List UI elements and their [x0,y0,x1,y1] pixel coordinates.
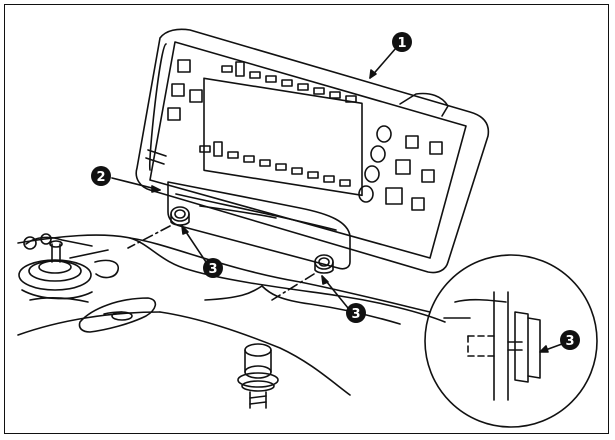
screw-right[interactable] [314,254,334,274]
panel-key [177,59,191,73]
panel-key [235,61,245,77]
thread-tension-assembly [18,233,119,300]
detail-screw-head [514,311,529,383]
panel-key [171,83,185,97]
panel-key [411,197,425,211]
panel-round-key [376,125,392,143]
panel-key [429,141,443,155]
panel-key [313,87,325,95]
panel-key [405,135,419,149]
panel-key [281,79,293,87]
panel-key [167,107,181,121]
panel-key [227,151,239,159]
callout-1: 1 [392,32,412,52]
panel-key [395,159,411,175]
callout-3-detail-label: 3 [565,334,574,349]
panel-key [199,145,211,153]
panel-buttons [167,59,443,211]
callout-2: 2 [91,166,111,186]
installation-axis-lines [127,225,315,301]
operation-panel[interactable] [135,28,490,274]
panel-key [307,171,319,179]
machine-bed [17,234,446,396]
panel-key [421,169,435,183]
callout-3-left-label: 3 [208,262,217,277]
panel-key [189,89,203,103]
panel-key [243,155,255,163]
panel-round-key [370,145,386,163]
callout-3-right-label: 3 [351,307,360,322]
panel-key [345,95,357,103]
callout-3-right: 3 [346,303,366,323]
knob-post [237,343,279,409]
panel-key [265,75,277,83]
panel-key [297,83,309,91]
callout-3-detail: 3 [560,330,580,350]
callout-3-left: 3 [203,258,223,278]
callout-2-label: 2 [96,170,105,185]
detail-view [424,254,598,428]
panel-key [339,179,351,187]
thread-guide-plate [78,297,157,333]
panel-key [385,187,403,205]
callout-1-label: 1 [397,36,406,51]
panel-key [275,163,287,171]
diagram-frame [4,4,609,434]
panel-key [213,141,223,157]
leader-arrowheads [151,69,549,353]
screw-left[interactable] [170,206,190,226]
panel-key [329,91,341,99]
panel-round-key [358,185,374,203]
panel-key [259,159,271,167]
panel-key [291,167,303,175]
panel-key [323,175,335,183]
panel-round-key [364,165,380,183]
panel-key [221,65,233,73]
panel-key [249,71,261,79]
